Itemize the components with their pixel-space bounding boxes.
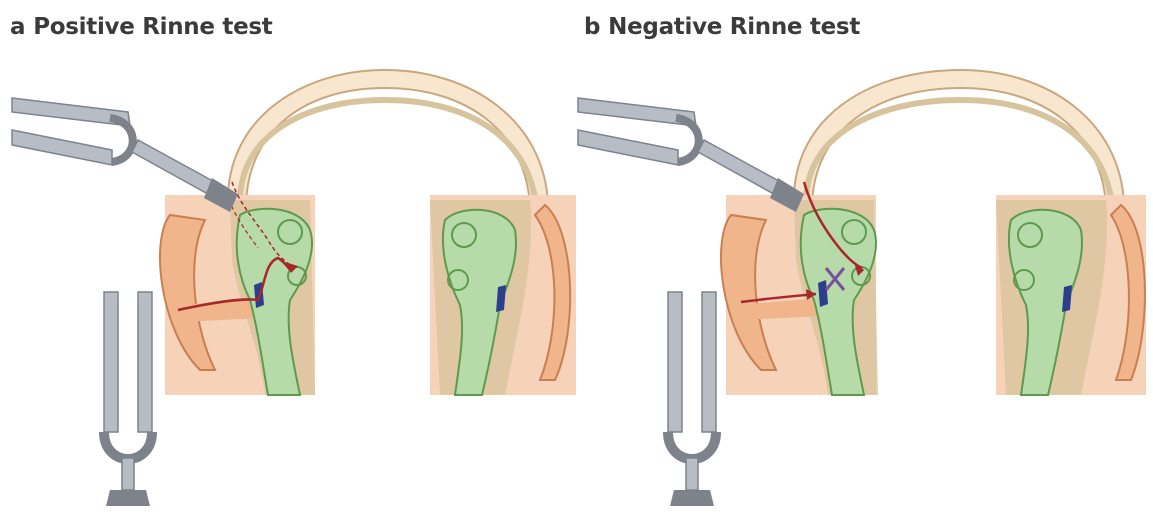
tuning-fork-at-ear — [668, 292, 716, 506]
tuning-fork-at-ear — [104, 292, 152, 506]
positive-rinne-illustration — [0, 0, 576, 514]
panel-a-title-text: Positive Rinne test — [33, 14, 272, 40]
skull-arc — [228, 70, 548, 205]
panel-negative-rinne: b Negative Rinne test — [576, 0, 1152, 514]
negative-rinne-illustration — [576, 0, 1152, 514]
skull-arc — [794, 70, 1124, 205]
tuning-fork-on-mastoid — [578, 98, 804, 212]
panel-b-title: b Negative Rinne test — [584, 14, 860, 40]
tuning-fork-on-mastoid — [12, 98, 238, 212]
panel-b-letter: b — [584, 14, 600, 40]
panel-b-title-text: Negative Rinne test — [608, 14, 860, 40]
panel-a-title: a Positive Rinne test — [10, 14, 272, 40]
panel-positive-rinne: a Positive Rinne test — [0, 0, 576, 514]
panel-a-letter: a — [10, 14, 25, 40]
